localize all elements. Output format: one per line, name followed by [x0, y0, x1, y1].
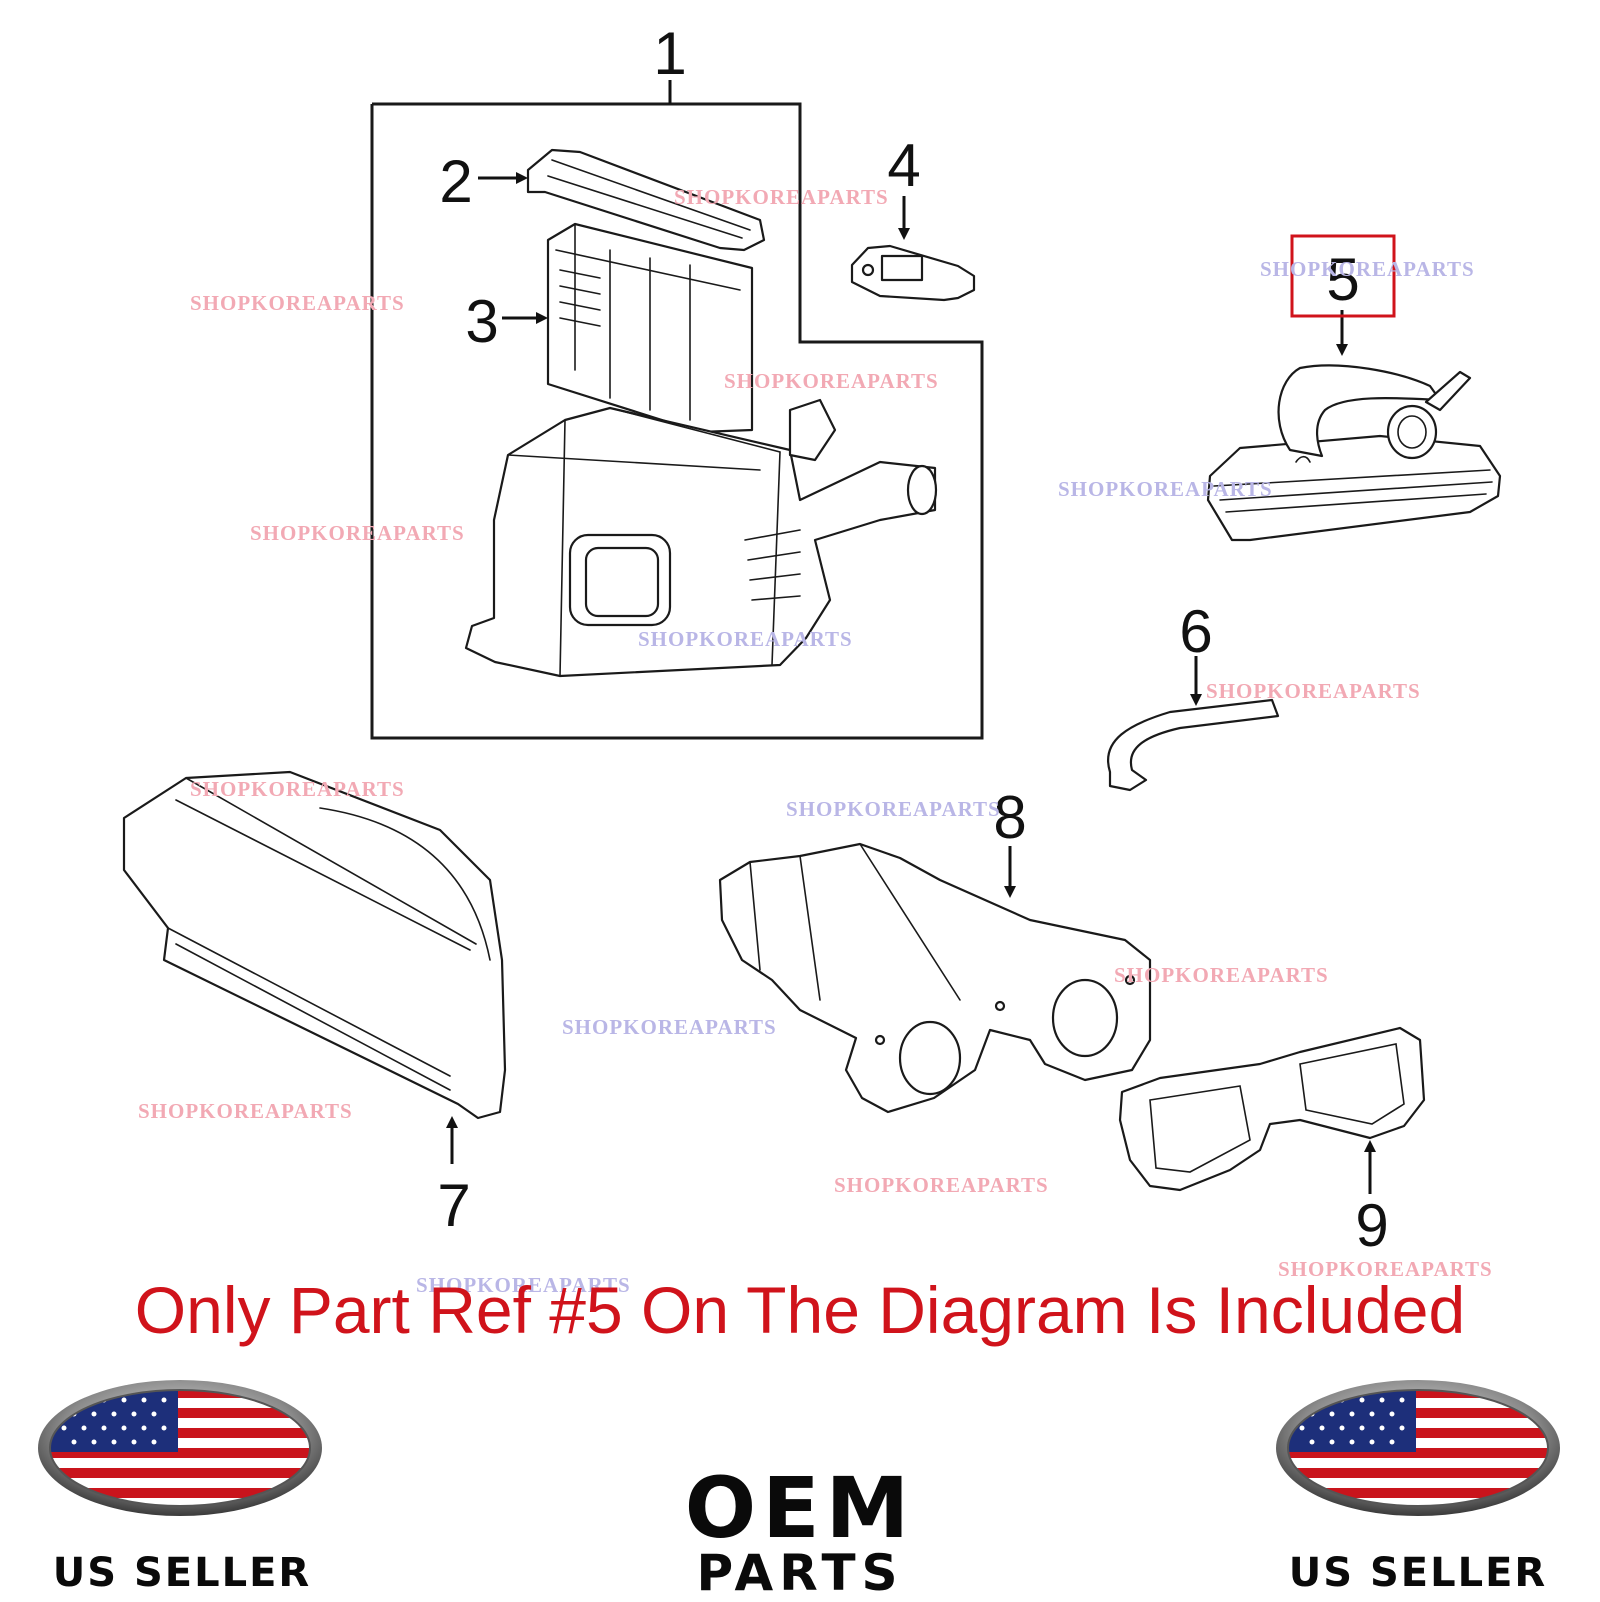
assembly-box-part-1 — [370, 80, 984, 740]
watermark: SHOPKOREAPARTS — [416, 1273, 631, 1297]
watermark: SHOPKOREAPARTS — [190, 777, 405, 801]
oem-logo-parts: PARTS — [696, 1544, 904, 1602]
watermark: SHOPKOREAPARTS — [562, 1015, 777, 1039]
watermark: SHOPKOREAPARTS — [638, 627, 853, 651]
watermark: SHOPKOREAPARTS — [674, 185, 889, 209]
callout-arrows — [446, 172, 1376, 1194]
callout-2: 2 — [439, 148, 472, 215]
callout-9: 9 — [1355, 1192, 1388, 1259]
part-4-sensor — [850, 244, 976, 302]
us-seller-label-right: US SELLER — [1288, 1550, 1548, 1596]
us-flag-oval-right — [1276, 1380, 1560, 1516]
callout-1: 1 — [653, 20, 686, 87]
part-3-air-filter — [546, 222, 754, 434]
watermark: SHOPKOREAPARTS — [190, 291, 405, 315]
oem-logo-word: OEM — [684, 1459, 916, 1557]
watermark: SHOPKOREAPARTS — [1260, 257, 1475, 281]
part-6-hose — [1107, 698, 1280, 792]
part-7-cover-panel — [122, 770, 507, 1120]
watermark: SHOPKOREAPARTS — [1278, 1257, 1493, 1281]
watermark: SHOPKOREAPARTS — [1206, 679, 1421, 703]
callout-7: 7 — [437, 1172, 470, 1239]
watermark: SHOPKOREAPARTS — [138, 1099, 353, 1123]
us-flag-oval-left — [38, 1380, 322, 1516]
part-9-gasket — [1118, 1026, 1426, 1192]
watermark: SHOPKOREAPARTS — [834, 1173, 1049, 1197]
part-1-air-cleaner-housing — [464, 398, 938, 678]
highlight-box-part-5 — [1290, 234, 1396, 318]
watermarks: SHOPKOREAPARTS SHOPKOREAPARTS SHOPKOREAP… — [138, 185, 1493, 1297]
callout-4: 4 — [887, 132, 920, 199]
watermark: SHOPKOREAPARTS — [250, 521, 465, 545]
watermark: SHOPKOREAPARTS — [1114, 963, 1329, 987]
included-part-notice: Only Part Ref #5 On The Diagram Is Inclu… — [134, 1273, 1466, 1347]
watermark: SHOPKOREAPARTS — [786, 797, 1001, 821]
watermark: SHOPKOREAPARTS — [724, 369, 939, 393]
part-8-intake-manifold — [718, 842, 1152, 1114]
callout-5: 5 — [1326, 246, 1359, 313]
callout-8: 8 — [993, 784, 1026, 851]
part-5-air-cleaner-cap — [1206, 364, 1502, 542]
callout-6: 6 — [1179, 598, 1212, 665]
callout-3: 3 — [465, 288, 498, 355]
part-2-inlet-duct — [526, 148, 766, 252]
watermark: SHOPKOREAPARTS — [1058, 477, 1273, 501]
us-seller-label-left: US SELLER — [52, 1550, 312, 1596]
